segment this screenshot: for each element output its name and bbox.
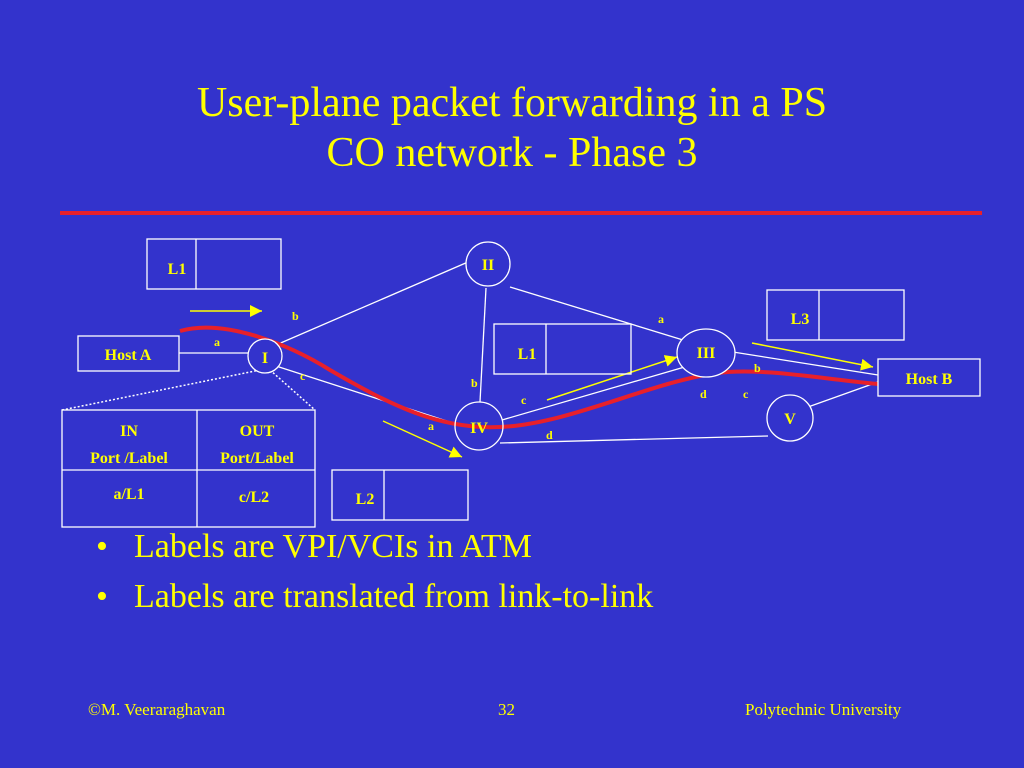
node-3: III: [676, 328, 736, 378]
svg-text:IV: IV: [470, 420, 488, 437]
port-label-n1-c: c: [300, 369, 306, 383]
forwarding-table: [61, 409, 316, 528]
link-n3-hostb: [732, 351, 879, 376]
port-label-n1-a: a: [214, 335, 220, 349]
direction-arrow-n3-hostb: [751, 342, 874, 371]
svg-text:I: I: [262, 350, 268, 367]
port-label-n2-b: b: [471, 376, 478, 390]
port-label-n4-a: a: [428, 419, 434, 433]
port-label-n3-c: c: [743, 387, 749, 401]
port-label-n2-a: a: [658, 312, 664, 326]
title-line-1: User-plane packet forwarding in a PS: [196, 80, 828, 126]
slide-title: User-plane packet forwarding in a PS CO …: [0, 78, 1024, 178]
svg-text:Host A: Host A: [105, 347, 152, 364]
node-4: IV: [454, 401, 504, 451]
svg-text:III: III: [697, 345, 716, 362]
bullet-text: Labels are translated from link-to-link: [134, 578, 654, 615]
title-line-2: CO network - Phase 3: [326, 130, 698, 176]
svg-text:V: V: [784, 411, 796, 428]
label-box-l3: L3: [766, 289, 905, 341]
footer-institution: Polytechnic University: [745, 700, 902, 719]
link-n4-n5: [499, 435, 769, 444]
label-box-l1-top: L1: [146, 238, 282, 290]
port-label-n4-c: c: [521, 393, 527, 407]
direction-arrow-n4-n3: [546, 355, 678, 401]
node-2: II: [465, 241, 511, 287]
table-connector-left: [61, 369, 261, 411]
bullet-glyph: •: [96, 528, 108, 565]
link-n1-n2: [275, 261, 469, 346]
table-out-header: OUT: [240, 423, 275, 440]
link-n4-n3: [501, 365, 689, 421]
bullet-item: • Labels are VPI/VCIs in ATM: [96, 528, 653, 578]
table-out-subheader: Port/Label: [220, 450, 294, 467]
host-a-box: Host A: [77, 335, 180, 372]
table-in-header: IN: [120, 423, 138, 440]
port-label-n4-d: d: [546, 428, 553, 442]
footer-author: ©M. Veeraraghavan: [88, 700, 226, 719]
link-n2-n3: [509, 286, 684, 341]
port-label-n3-b: b: [754, 361, 761, 375]
svg-text:L1: L1: [518, 346, 537, 363]
link-n2-n4: [479, 287, 487, 403]
bullet-list: • Labels are VPI/VCIs in ATM • Labels ar…: [96, 528, 653, 628]
bullet-glyph: •: [96, 578, 108, 615]
node-1: I: [247, 338, 283, 374]
bullet-item: • Labels are translated from link-to-lin…: [96, 578, 653, 628]
direction-arrow-n1-n4: [382, 420, 463, 458]
svg-text:II: II: [482, 257, 494, 274]
svg-text:Host B: Host B: [906, 371, 953, 388]
title-divider: [60, 211, 982, 215]
link-n5-hostb: [807, 381, 879, 408]
label-box-l2: L2: [331, 469, 469, 521]
port-label-n3-d: d: [700, 387, 707, 401]
svg-text:L2: L2: [356, 491, 375, 508]
svg-text:L1: L1: [168, 261, 187, 278]
table-out-value: c/L2: [239, 489, 269, 506]
link-n1-n4: [275, 365, 457, 425]
label-box-l1-mid: L1: [493, 323, 632, 375]
table-in-subheader: Port /Label: [90, 450, 168, 467]
svg-text:L3: L3: [791, 311, 810, 328]
packet-path: [179, 325, 879, 430]
host-b-box: Host B: [877, 358, 981, 397]
port-label-n1-b: b: [292, 309, 299, 323]
footer-page-number: 32: [498, 700, 515, 719]
node-5: V: [766, 394, 814, 442]
table-in-value: a/L1: [113, 486, 144, 503]
bullet-text: Labels are VPI/VCIs in ATM: [134, 528, 532, 565]
